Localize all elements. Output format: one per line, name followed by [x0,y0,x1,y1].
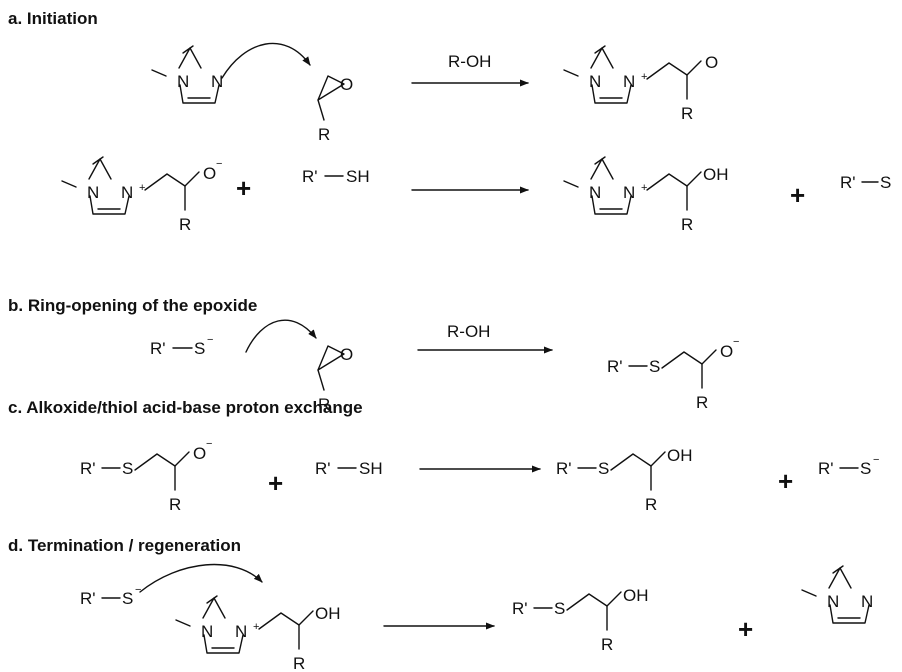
svg-text:+: + [641,182,647,194]
svg-text:R': R' [607,357,623,376]
condition-roh: R-OH [448,52,491,71]
svg-text:−: − [216,158,222,170]
heading-proton-exchange: c. Alkoxide/thiol acid-base proton excha… [8,398,363,417]
svg-text:S: S [880,173,891,192]
svg-text:R': R' [840,173,856,192]
svg-text:SH: SH [359,459,383,478]
thioether-alkoxide-reactant: R' S O − [80,438,212,515]
heading-initiation: a. Initiation [8,9,98,28]
svg-text:R': R' [150,339,166,358]
svg-text:S: S [860,459,871,478]
zwitterion-alkoxide-product: + O [563,45,718,124]
thiol-reactant: R' SH [315,459,383,478]
methylimidazole-reactant [151,45,224,104]
svg-text:SH: SH [346,167,370,186]
svg-text:R': R' [556,459,572,478]
condition-roh: R-OH [447,322,490,341]
svg-text:S: S [122,589,133,608]
curved-arrow-substitution [139,563,263,593]
svg-text:R': R' [315,459,331,478]
svg-text:S: S [122,459,133,478]
thioether-alcohol-product: R' S OH [556,446,693,515]
plus-sign: + [738,614,753,644]
svg-text:+: + [139,182,145,194]
heading-termination: d. Termination / regeneration [8,536,241,555]
svg-text:O: O [705,53,718,72]
svg-text:+: + [641,71,647,83]
svg-text:R': R' [818,459,834,478]
svg-text:OH: OH [667,446,693,465]
zwitterion-alcohol-reactant: + OH [175,595,341,672]
svg-text:S: S [649,357,660,376]
thioether-alcohol-product: R' S OH [512,586,649,655]
svg-text:R': R' [80,459,96,478]
curved-arrow-nucleophilic-attack [221,42,311,79]
svg-text:+: + [253,621,259,633]
thiolate-reactant: R' S − [150,334,213,358]
thiolate-product: R' S − [818,454,879,478]
zwitterion-alcohol-product: + OH [563,156,729,235]
svg-text:−: − [733,336,739,348]
thioether-alkoxide-product: R' S O − [607,336,739,413]
svg-text:−: − [873,454,879,466]
thiol-reactant: R' SH [302,167,370,186]
svg-text:O: O [720,342,733,361]
svg-text:O: O [193,444,206,463]
svg-text:−: − [135,584,141,596]
svg-text:R': R' [80,589,96,608]
plus-sign: + [268,468,283,498]
plus-sign: + [778,466,793,496]
svg-text:−: − [207,334,213,346]
svg-text:R': R' [512,599,528,618]
svg-text:OH: OH [623,586,649,605]
svg-text:S: S [194,339,205,358]
svg-text:OH: OH [315,604,341,623]
svg-text:S: S [554,599,565,618]
curved-arrow-ring-opening [245,319,317,353]
methylimidazole-regenerated [801,565,874,624]
svg-text:S: S [598,459,609,478]
thiolate-reactant: R' S − [80,584,141,608]
plus-sign: + [236,173,251,203]
zwitterion-alkoxide-reactant: + O − [61,156,222,235]
epoxide-reactant [317,74,354,145]
svg-text:O: O [203,164,216,183]
thiolate-product: R' S [840,173,891,192]
heading-ring-opening: b. Ring-opening of the epoxide [8,296,257,315]
plus-sign: + [790,180,805,210]
svg-text:R': R' [302,167,318,186]
svg-text:−: − [206,438,212,450]
svg-text:OH: OH [703,165,729,184]
